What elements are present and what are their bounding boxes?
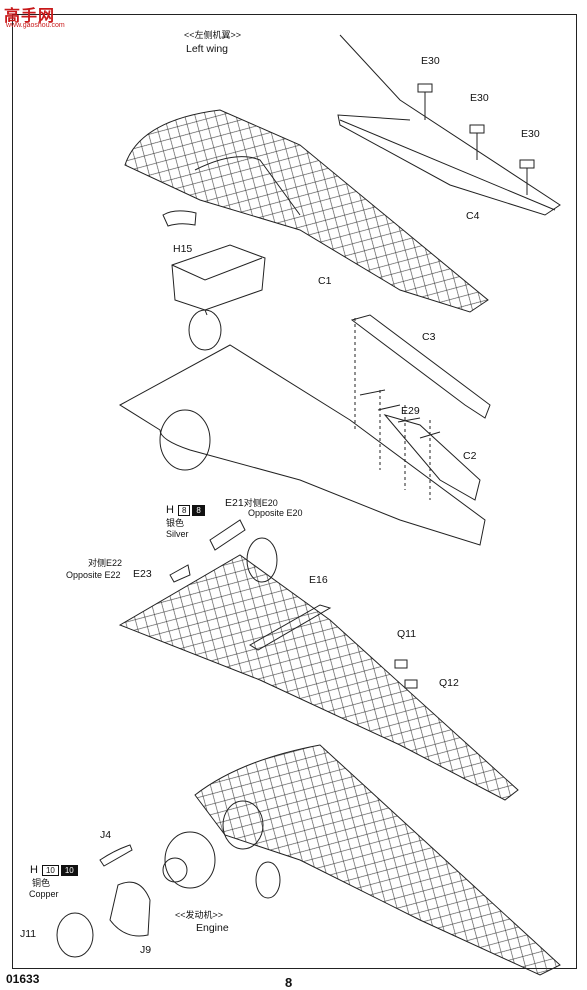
- engine-title-cn: <<发动机>>: [175, 910, 224, 920]
- left-wing-title-en: Left wing: [186, 43, 229, 55]
- part-e21: [209, 519, 246, 551]
- part-q12: [404, 679, 418, 689]
- part-label-q11: Q11: [397, 628, 417, 640]
- paint-callout-silver: H 8 8: [166, 504, 205, 516]
- part-label-e30-3: E30: [521, 128, 540, 140]
- part-j11: [56, 912, 94, 958]
- part-label-e21-note-en: Opposite E20: [248, 508, 303, 518]
- part-label-e21-num: E21: [225, 497, 244, 509]
- wing-upper-c1: [124, 109, 489, 313]
- part-label-j4: J4: [100, 829, 112, 841]
- paint-silver-en: Silver: [166, 529, 189, 539]
- wheel-main: [246, 537, 278, 583]
- paint-copper-prefix: H: [30, 864, 38, 876]
- paint-silver-num2: 8: [192, 504, 205, 516]
- paint-silver-prefix: H: [166, 504, 174, 516]
- part-c3: [350, 314, 491, 419]
- part-e23: [169, 564, 191, 583]
- part-label-e30-2: E30: [470, 92, 489, 104]
- part-e16: [249, 604, 332, 651]
- watermark-logo: 高手网 www.gaoshou.com: [4, 2, 65, 29]
- part-label-e16: E16: [309, 574, 328, 586]
- part-label-c2: C2: [463, 450, 477, 462]
- part-j9: [109, 881, 151, 937]
- part-label-c4: C4: [466, 210, 480, 222]
- gear-bay-h15: [171, 244, 266, 311]
- paint-copper-num1: 10: [41, 864, 59, 876]
- paint-copper-en: Copper: [29, 889, 59, 899]
- part-label-e23: E23: [133, 568, 152, 580]
- part-label-e22-note-en: Opposite E22: [66, 570, 121, 580]
- part-label-h15: H15: [173, 243, 193, 255]
- engine-cowl-inner: [164, 831, 216, 889]
- part-small-panel: [162, 210, 197, 227]
- paint-silver-cn: 银色: [166, 518, 185, 528]
- wing-upper-left: [118, 554, 519, 801]
- paint-copper-num2: 10: [60, 864, 78, 876]
- product-code: 01633: [6, 972, 40, 986]
- part-label-q12: Q12: [439, 677, 459, 689]
- page-border: [12, 14, 577, 969]
- part-label-e21-note-cn: 对侧E20: [243, 498, 278, 508]
- part-j4: [99, 844, 133, 867]
- part-label-e30-1: E30: [421, 55, 440, 67]
- wheel-bottom: [255, 861, 281, 899]
- watermark-text: 高手网: [4, 8, 56, 25]
- part-label-j9: J9: [140, 944, 152, 956]
- left-wing-title-cn: <<左侧机翼>>: [184, 30, 242, 40]
- part-label-c1: C1: [318, 275, 332, 287]
- part-label-e22-note-cn: 对侧E22: [88, 558, 123, 568]
- part-label-e29: E29: [401, 405, 420, 417]
- watermark-url: www.gaoshou.com: [6, 22, 65, 29]
- wing-bottom: [194, 744, 561, 976]
- part-q11: [394, 659, 408, 669]
- part-c2: [383, 414, 481, 501]
- wing-part-c4: [337, 34, 561, 216]
- paint-silver-num1: 8: [177, 504, 191, 516]
- engine-cylinders: [162, 857, 188, 883]
- paint-callout-copper: H 10 10: [30, 864, 78, 876]
- engine-title-en: Engine: [196, 922, 229, 934]
- paint-copper-cn: 铜色: [32, 878, 51, 888]
- part-label-c3: C3: [422, 331, 436, 343]
- wheel-h15: [188, 309, 222, 351]
- page-number: 8: [285, 975, 293, 990]
- part-label-j11: J11: [20, 928, 37, 940]
- part-label-e21: E21对侧E20: [225, 496, 278, 509]
